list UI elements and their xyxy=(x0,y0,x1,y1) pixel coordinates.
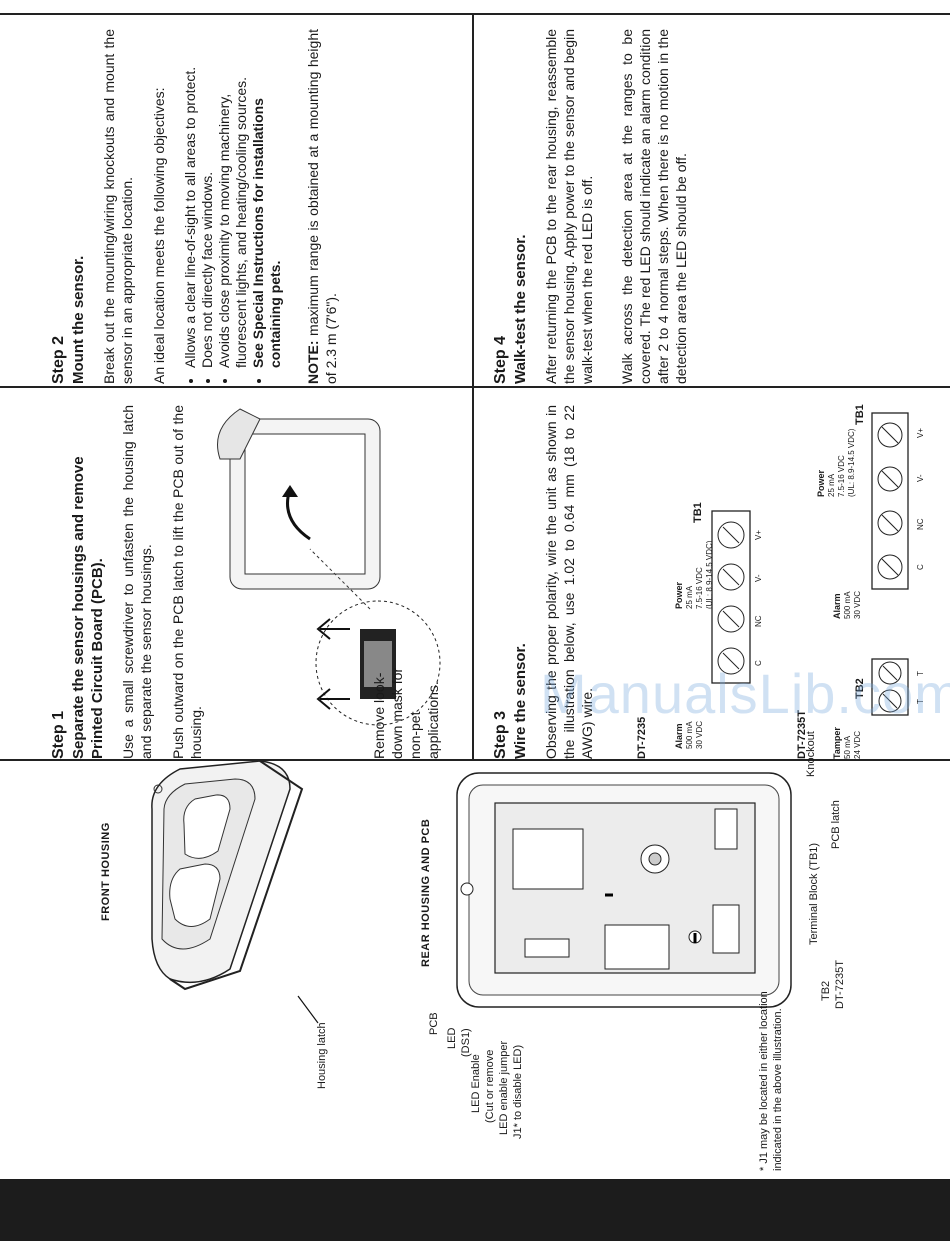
dt7235t-power-spec: Power 25 mA 7.5-16 VDC (UL: 8.9-14.5 VDC… xyxy=(816,429,857,497)
dt7235t-terminal-vplus: V+ xyxy=(916,427,925,438)
dt7235-terminal-vminus: V- xyxy=(754,574,763,582)
terminal-block-label: Terminal Block (TB1) xyxy=(808,842,820,945)
dt7235-terminal-block xyxy=(711,510,751,684)
objective-item: Allows a clear line-of-sight to all area… xyxy=(182,29,199,368)
dt7235-power-ma: 25 mA xyxy=(685,585,694,609)
pcb-removal-drawing xyxy=(217,408,441,726)
dt7235t-alarm-ma: 500 mA xyxy=(843,591,852,619)
step3-title: Wire the sensor. xyxy=(512,643,529,759)
step2-section: Step 2 Mount the sensor. Break out the m… xyxy=(30,19,470,384)
dt7235t-power-vdc: 7.5-16 VDC xyxy=(837,455,846,497)
objective-list: Allows a clear line-of-sight to all area… xyxy=(182,29,284,384)
dt7235t-power-ma: 25 mA xyxy=(827,473,836,497)
step1-number: Step 1 xyxy=(50,710,67,759)
step4-title: Walk-test the sensor. xyxy=(512,234,529,385)
rear-housing-heading: REAR HOUSING AND PCB xyxy=(420,818,432,967)
dt7235t-alarm-vdc: 30 VDC xyxy=(853,590,862,619)
dt7235t-tamper-label: Tamper xyxy=(832,727,842,759)
dt7235t-tamper-ma: 50 mA xyxy=(843,735,852,759)
step3-number: Step 3 xyxy=(492,710,509,759)
objective-item-pets: See Special Instructions for installatio… xyxy=(250,29,284,368)
step2-title: Mount the sensor. xyxy=(70,255,87,384)
dt7235t-tb1-label: TB1 xyxy=(854,404,866,425)
watermark: ManualsLib.com xyxy=(540,662,950,725)
step4-section: Step 4 Walk-test the sensor. After retur… xyxy=(476,19,946,384)
led-enable-callout: LED Enable xyxy=(470,1054,482,1113)
footnote-line-2: indicated in the above illustration. xyxy=(772,1008,784,1171)
step1-para-1: Use a small screwdriver to unfasten the … xyxy=(120,405,154,759)
housing-latch-leader xyxy=(297,995,319,1024)
led-enable-callout-4: J1* to disable LED) xyxy=(512,1044,524,1139)
dt7235t-power-ul: (UL: 8.9-14.5 VDC) xyxy=(847,428,856,497)
dt7235t-tamper-vdc: 24 VDC xyxy=(853,730,862,759)
step4-para-2: Walk across the detection area at the ra… xyxy=(619,29,689,384)
dt7235t-alarm-spec: Alarm 500 mA 30 VDC xyxy=(832,591,863,619)
dt7235t-terminal-vminus: V- xyxy=(916,474,925,482)
step1-section: Step 1 Separate the sensor housings and … xyxy=(30,389,470,759)
dt7235-terminal-vplus: V+ xyxy=(754,529,763,540)
pcb-callout: PCB xyxy=(428,1012,440,1035)
dt7235-power-label: Power xyxy=(674,581,684,609)
step2-para-2: An ideal location meets the following ob… xyxy=(151,87,167,384)
bottom-band xyxy=(0,1179,950,1241)
dt7235t-tamper-block xyxy=(871,658,909,716)
dt7235-alarm-label: Alarm xyxy=(674,723,684,749)
dt7235-terminal-nc: NC xyxy=(754,615,763,627)
column-divider-right xyxy=(0,386,950,388)
ds1-callout: (DS1) xyxy=(460,1028,472,1057)
front-housing-drawing xyxy=(151,760,304,991)
step1-title: Separate the sensor housings and remove … xyxy=(70,456,106,759)
footnote-line-1: * J1 may be located in either location xyxy=(758,991,770,1171)
look-down-mask-caption: Remove look-down mask for non-pet applic… xyxy=(371,667,441,759)
step2-number: Step 2 xyxy=(50,335,67,384)
step4-para-1: After returning the PCB to the rear hous… xyxy=(543,29,595,384)
objective-item: Does not directly face windows. xyxy=(199,29,216,368)
pcb-latch-label: PCB latch xyxy=(830,800,842,849)
note-label: NOTE: xyxy=(305,340,321,384)
front-housing-heading: FRONT HOUSING xyxy=(100,822,112,921)
rear-housing-drawing xyxy=(456,772,792,1008)
dt7235t-power-label: Power xyxy=(816,469,826,497)
dt7235-power-vdc: 7.5-16 VDC xyxy=(695,567,704,609)
step2-note: NOTE: maximum range is obtained at a mou… xyxy=(304,29,340,384)
step3-section: Step 3 Wire the sensor. Observing the pr… xyxy=(476,389,946,759)
row-divider xyxy=(472,13,474,761)
step2-para-1: Break out the mounting/wiring knockouts … xyxy=(101,29,135,384)
objective-item: Avoids close proximity to moving machine… xyxy=(216,29,250,368)
step4-number: Step 4 xyxy=(492,335,509,384)
note-text: maximum range is obtained at a mounting … xyxy=(305,28,339,384)
tb2-label: TB2 xyxy=(820,980,832,1001)
dt7235t-terminal-nc: NC xyxy=(916,518,925,530)
dt7235t-label: DT-7235T xyxy=(834,960,846,1009)
illustration-panel: FRONT HOUSING Housing latch REAR HOUSING… xyxy=(0,731,950,1179)
dt7235t-alarm-label: Alarm xyxy=(832,593,842,619)
led-enable-callout-2: (Cut or remove xyxy=(484,1049,496,1123)
dt7235t-terminal-block xyxy=(871,412,909,590)
dt7235t-terminal-c: C xyxy=(916,564,925,570)
page-edge-rule xyxy=(0,13,950,15)
led-enable-callout-3: LED enable jumper xyxy=(498,1040,510,1135)
led-callout: LED xyxy=(446,1027,458,1049)
dt7235t-tamper-spec: Tamper 50 mA 24 VDC xyxy=(832,727,863,759)
dt7235-tb1-label: TB1 xyxy=(692,502,704,523)
